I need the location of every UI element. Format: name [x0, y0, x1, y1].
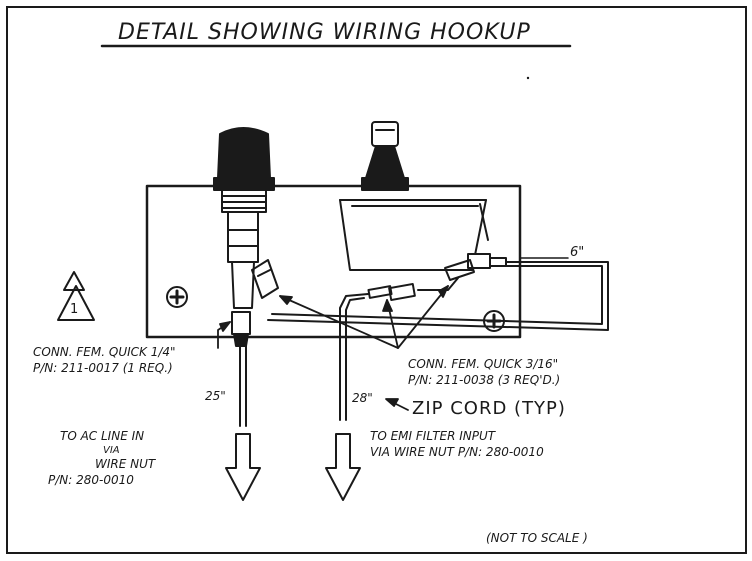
- conn-quarter-line2: P/N: 211-0017 (1 REQ.): [33, 361, 173, 375]
- length-28-label: 28": [352, 391, 373, 405]
- diagram-title: DETAIL SHOWING WIRING HOOKUP: [118, 20, 531, 45]
- conn-3-16-line2: P/N: 211-0038 (3 REQ'D.): [408, 373, 561, 387]
- six-inch-label: 6": [570, 245, 585, 260]
- emi-text-2: VIA WIRE NUT P/N: 280-0010: [370, 445, 544, 459]
- leader-line-quarter: [217, 321, 231, 349]
- drawing-border: [6, 6, 747, 554]
- length-25-label: 25": [205, 389, 226, 403]
- wire-harness: [239, 261, 609, 427]
- ac-line-text-3: WIRE NUT: [95, 457, 156, 471]
- left-switch: [213, 127, 279, 309]
- leader-line-zip-cord: [385, 398, 409, 411]
- ac-line-text-4: P/N: 280-0010: [48, 473, 134, 487]
- note-triangle: [63, 271, 85, 291]
- conn-3-16-line1: CONN. FEM. QUICK 3/16": [408, 357, 559, 371]
- left-quick-connector: [231, 311, 251, 347]
- zip-cord-label: ZIP CORD (TYP): [412, 398, 566, 419]
- not-to-scale-note: (NOT TO SCALE ): [486, 531, 588, 545]
- note-marker: 1: [70, 302, 79, 317]
- right-quick-connectors: [367, 253, 507, 301]
- leader-lines-3-16: [279, 285, 449, 349]
- ac-line-text-2: VIA: [103, 445, 120, 456]
- left-screw: [166, 286, 188, 308]
- ac-line-text-1: TO AC LINE IN: [60, 429, 145, 443]
- arrow-ac-line: [225, 433, 261, 501]
- conn-quarter-line1: CONN. FEM. QUICK 1/4": [33, 345, 176, 359]
- arrow-emi-filter: [325, 433, 361, 501]
- right-switch: [339, 121, 489, 271]
- emi-text-1: TO EMI FILTER INPUT: [370, 429, 496, 443]
